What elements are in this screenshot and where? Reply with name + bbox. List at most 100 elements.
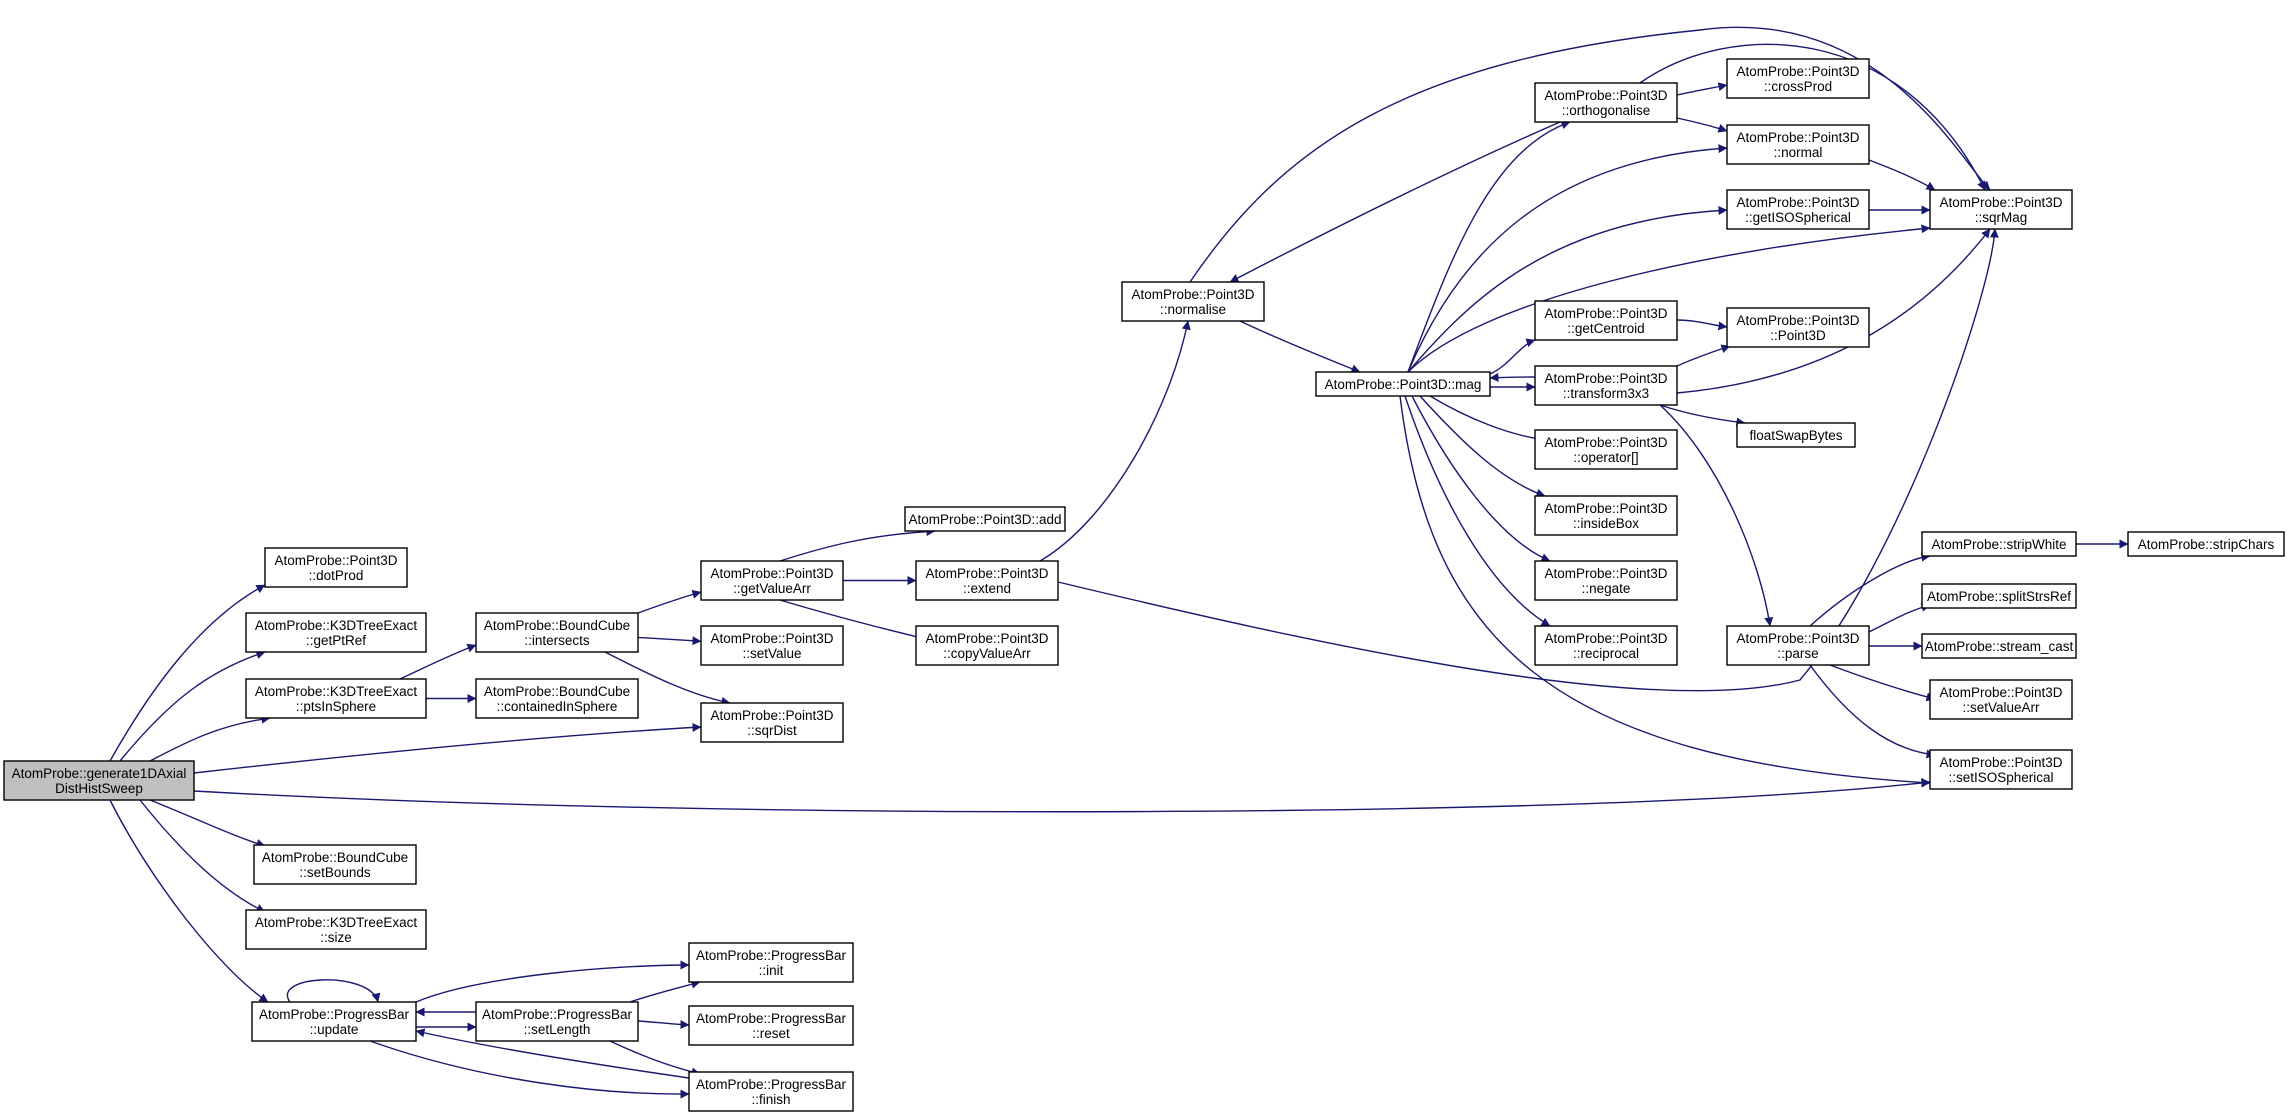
node-label-line: AtomProbe::Point3D bbox=[1544, 501, 1667, 516]
node-label-line: AtomProbe::Point3D bbox=[925, 566, 1048, 581]
node-label-line: AtomProbe::Point3D bbox=[1736, 195, 1859, 210]
node-orthogonalise[interactable]: AtomProbe::Point3D::orthogonalise bbox=[1534, 82, 1678, 123]
node-point3dCtor[interactable]: AtomProbe::Point3D::Point3D bbox=[1726, 307, 1870, 348]
node-setISOSpherical[interactable]: AtomProbe::Point3D::setISOSpherical bbox=[1929, 749, 2073, 790]
node-box bbox=[1534, 300, 1678, 341]
node-insideBox[interactable]: AtomProbe::Point3D::insideBox bbox=[1534, 495, 1678, 536]
node-getValueArr[interactable]: AtomProbe::Point3D::getValueArr bbox=[700, 560, 844, 601]
node-label-line: ::normal bbox=[1774, 145, 1823, 160]
edge-getCentroid-to-point3dCtor bbox=[1676, 319, 1728, 331]
edge-transform3x3-to-mag bbox=[1489, 372, 1536, 382]
node-box bbox=[700, 625, 844, 666]
node-label-line: AtomProbe::Point3D bbox=[710, 708, 833, 723]
node-label-line: AtomProbe::BoundCube bbox=[262, 850, 408, 865]
node-mag[interactable]: AtomProbe::Point3D::mag bbox=[1315, 371, 1491, 397]
node-reciprocal[interactable]: AtomProbe::Point3D::reciprocal bbox=[1534, 625, 1678, 666]
edge-root-to-dotProd bbox=[109, 584, 266, 762]
node-label-line: ::finish bbox=[751, 1092, 790, 1107]
node-floatSwapBytes[interactable]: floatSwapBytes bbox=[1736, 422, 1856, 448]
node-label-line: ::orthogonalise bbox=[1562, 103, 1651, 118]
node-box bbox=[700, 560, 844, 601]
node-parse[interactable]: AtomProbe::Point3D::parse bbox=[1726, 625, 1870, 666]
node-normal[interactable]: AtomProbe::Point3D::normal bbox=[1726, 124, 1870, 165]
node-label-line: AtomProbe::Point3D bbox=[1544, 631, 1667, 646]
node-streamCast[interactable]: AtomProbe::stream_cast bbox=[1921, 633, 2077, 659]
node-label-line: ::extend bbox=[963, 581, 1011, 596]
node-label-line: ::intersects bbox=[524, 633, 590, 648]
edge-extend-to-sqrMag bbox=[1057, 228, 1999, 692]
node-label-line: ::Point3D bbox=[1770, 328, 1826, 343]
node-getCentroid[interactable]: AtomProbe::Point3D::getCentroid bbox=[1534, 300, 1678, 341]
node-stripWhite[interactable]: AtomProbe::stripWhite bbox=[1921, 531, 2077, 557]
node-label-line: ::getValueArr bbox=[733, 581, 811, 596]
node-normalise[interactable]: AtomProbe::Point3D::normalise bbox=[1121, 281, 1265, 322]
node-label-line: AtomProbe::Point3D::mag bbox=[1325, 377, 1482, 392]
node-splitStrsRef[interactable]: AtomProbe::splitStrsRef bbox=[1921, 583, 2077, 609]
node-transform3x3[interactable]: AtomProbe::Point3D::transform3x3 bbox=[1534, 365, 1678, 406]
node-label-line: ::size bbox=[320, 930, 352, 945]
edge-transform3x3-to-point3dCtor bbox=[1676, 344, 1731, 367]
node-label-line: ::setValueArr bbox=[1962, 700, 2040, 715]
node-size[interactable]: AtomProbe::K3DTreeExact::size bbox=[245, 909, 427, 950]
edge-mag-to-orthogonalise bbox=[1407, 120, 1571, 373]
edge-parse-to-stripWhite bbox=[1809, 552, 1931, 627]
node-setValueArr[interactable]: AtomProbe::Point3D::setValueArr bbox=[1929, 679, 2073, 720]
node-label-line: AtomProbe::Point3D bbox=[1736, 313, 1859, 328]
node-pbInit[interactable]: AtomProbe::ProgressBar::init bbox=[688, 942, 854, 983]
node-label-line: AtomProbe::stripChars bbox=[2138, 537, 2275, 552]
node-extend[interactable]: AtomProbe::Point3D::extend bbox=[915, 560, 1059, 601]
node-box bbox=[700, 702, 844, 743]
node-label-line: ::setLength bbox=[524, 1022, 591, 1037]
edge-orthogonalise-to-normal bbox=[1676, 117, 1728, 133]
node-operatorIdx[interactable]: AtomProbe::Point3D::operator[] bbox=[1534, 429, 1678, 470]
node-negate[interactable]: AtomProbe::Point3D::negate bbox=[1534, 560, 1678, 601]
node-box bbox=[1726, 189, 1870, 230]
node-containedInSphere[interactable]: AtomProbe::BoundCube::containedInSphere bbox=[475, 678, 639, 719]
node-label-line: AtomProbe::splitStrsRef bbox=[1927, 589, 2071, 604]
node-label-line: AtomProbe::Point3D bbox=[1939, 685, 2062, 700]
node-box bbox=[688, 1071, 854, 1112]
node-dotProd[interactable]: AtomProbe::Point3D::dotProd bbox=[264, 547, 408, 588]
edge-ptsInSphere-to-intersects bbox=[399, 643, 477, 680]
node-label-line: AtomProbe::Point3D bbox=[1544, 306, 1667, 321]
node-setValue[interactable]: AtomProbe::Point3D::setValue bbox=[700, 625, 844, 666]
node-add[interactable]: AtomProbe::Point3D::add bbox=[904, 506, 1066, 532]
node-ptsInSphere[interactable]: AtomProbe::K3DTreeExact::ptsInSphere bbox=[245, 678, 427, 719]
edge-mag-to-negate bbox=[1411, 395, 1551, 562]
edge-pbSetLength-to-pbInit bbox=[629, 979, 701, 1003]
edge-pbSetLength-to-pbFinish bbox=[609, 1040, 701, 1077]
node-box bbox=[475, 678, 639, 719]
node-label-line: ::containedInSphere bbox=[497, 699, 618, 714]
node-stripChars[interactable]: AtomProbe::stripChars bbox=[2127, 531, 2285, 557]
node-getISOSpherical[interactable]: AtomProbe::Point3D::getISOSpherical bbox=[1726, 189, 1870, 230]
edge-normalise-to-mag bbox=[1239, 320, 1361, 374]
node-label-line: AtomProbe::Point3D bbox=[710, 631, 833, 646]
node-label-line: DistHistSweep bbox=[55, 781, 143, 796]
node-pbFinish[interactable]: AtomProbe::ProgressBar::finish bbox=[688, 1071, 854, 1112]
node-sqrMag[interactable]: AtomProbe::Point3D::sqrMag bbox=[1929, 189, 2073, 230]
node-intersects[interactable]: AtomProbe::BoundCube::intersects bbox=[475, 612, 639, 653]
node-label-line: AtomProbe::BoundCube bbox=[484, 618, 630, 633]
edge-root-to-size bbox=[139, 799, 266, 913]
node-pbSetLength[interactable]: AtomProbe::ProgressBar::setLength bbox=[475, 1001, 639, 1042]
node-label-line: ::crossProd bbox=[1764, 79, 1832, 94]
node-sqrDist[interactable]: AtomProbe::Point3D::sqrDist bbox=[700, 702, 844, 743]
edge-mag-to-sqrMag bbox=[1407, 224, 1931, 373]
node-pbReset[interactable]: AtomProbe::ProgressBar::reset bbox=[688, 1005, 854, 1046]
node-label-line: ::dotProd bbox=[309, 568, 364, 583]
edge-mag-to-operatorIdx bbox=[1429, 395, 1546, 444]
node-getPtRef[interactable]: AtomProbe::K3DTreeExact::getPtRef bbox=[245, 612, 427, 653]
node-setBounds[interactable]: AtomProbe::BoundCube::setBounds bbox=[253, 844, 417, 885]
node-box bbox=[1534, 365, 1678, 406]
node-label-line: ::setValue bbox=[742, 646, 801, 661]
node-crossProd[interactable]: AtomProbe::Point3D::crossProd bbox=[1726, 58, 1870, 99]
edge-transform3x3-to-parse bbox=[1659, 404, 1774, 627]
node-label-line: AtomProbe::Point3D bbox=[1736, 64, 1859, 79]
edge-orthogonalise-to-normalise bbox=[1229, 121, 1561, 283]
node-copyValueArr[interactable]: AtomProbe::Point3D::copyValueArr bbox=[915, 625, 1059, 666]
node-pbUpdate[interactable]: AtomProbe::ProgressBar::update bbox=[251, 1001, 417, 1042]
node-label-line: AtomProbe::Point3D bbox=[1939, 195, 2062, 210]
node-box bbox=[1929, 679, 2073, 720]
node-label-line: AtomProbe::ProgressBar bbox=[696, 948, 847, 963]
